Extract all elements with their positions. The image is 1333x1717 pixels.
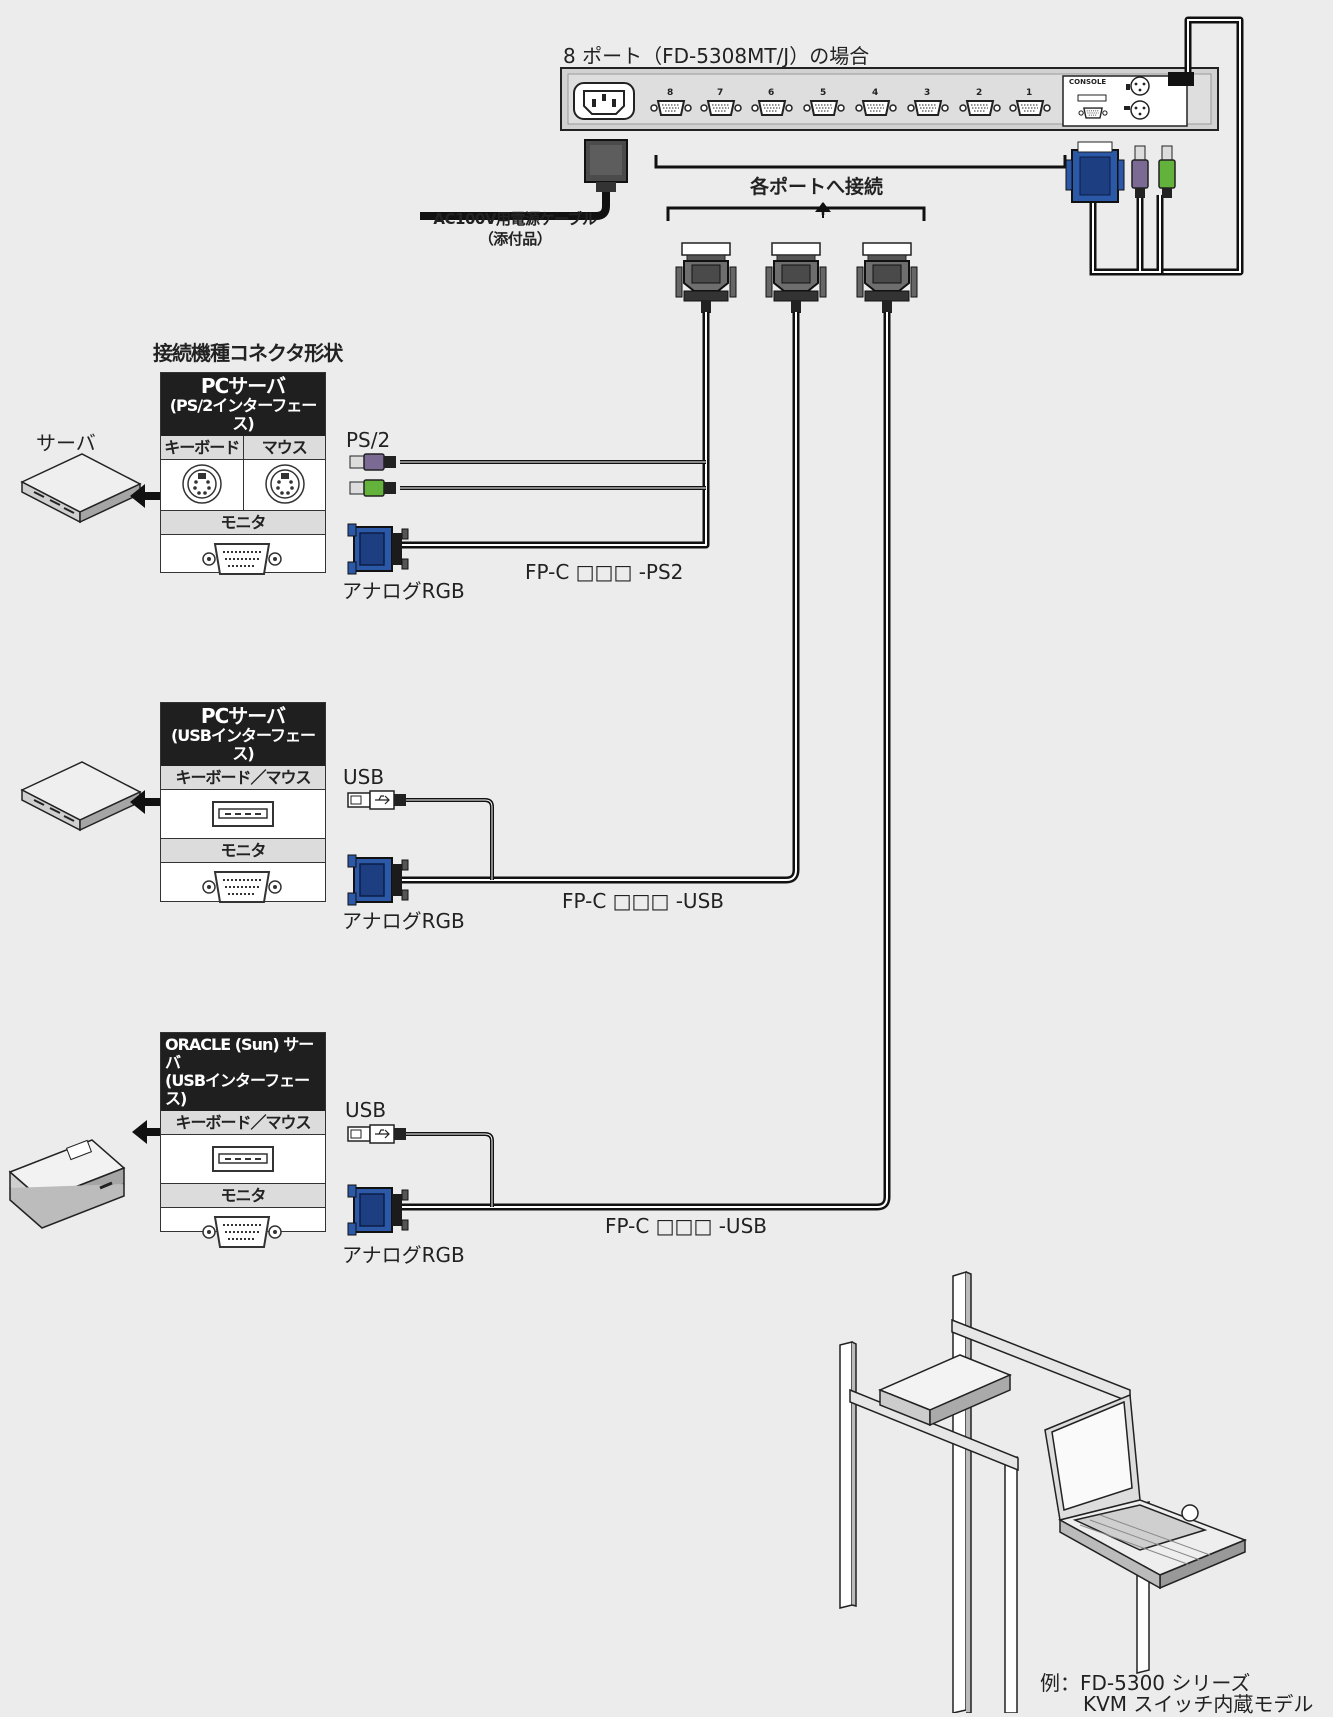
cable1-rgb-label: アナログRGB	[342, 579, 465, 603]
cable1-iface-label: PS/2	[346, 428, 391, 452]
port-number-4: 4	[872, 88, 879, 98]
port-model-label: 8 ポート（FD-5308MT/J）の場合	[563, 44, 870, 68]
box-pc-usb-usb-port-icon	[161, 790, 325, 838]
cable1-model-label: FP-C □□□ -PS2	[525, 560, 684, 584]
box-oracle-usb-usb-port-icon	[161, 1135, 325, 1183]
box-oracle-usb-header: ORACLE (Sun) サーバ (USBインターフェース)	[161, 1033, 325, 1111]
box-ps2-keyboard-label: キーボード	[164, 438, 240, 457]
box-ps2-subtitle: (PS/2インターフェース)	[169, 396, 318, 433]
cable-head-1	[675, 242, 737, 314]
box-oracle-usb-kbm-label: キーボード／マウス	[161, 1111, 325, 1135]
ps2-keyboard-port-icon	[161, 460, 243, 510]
ps2-plug-green	[349, 479, 397, 497]
connector-shape-heading: 接続機種コネクタ形状	[153, 341, 343, 365]
usb-plug-1	[347, 790, 407, 810]
cable3-model-label: FP-C □□□ -USB	[605, 1214, 767, 1238]
vga-plug-1	[347, 523, 409, 575]
cable-head-3	[856, 242, 918, 314]
box-pc-usb-kbm-label: キーボード／マウス	[161, 766, 325, 790]
power-cable-label-line2: （添付品）	[478, 230, 552, 248]
cable3-rgb-label: アナログRGB	[342, 1243, 465, 1267]
power-cable-label-line1: AC100V用電源ケーブル	[433, 210, 597, 228]
server-3	[8, 1139, 126, 1229]
box-ps2-title: PCサーバ	[200, 374, 286, 398]
box-pc-usb-subtitle: (USBインターフェース)	[170, 726, 316, 763]
server-2	[21, 761, 141, 831]
box-pc-usb-title: PCサーバ	[200, 704, 286, 728]
connector-box-oracle-usb: ORACLE (Sun) サーバ (USBインターフェース) キーボード／マウス…	[160, 1032, 326, 1248]
example-caption-line2: KVM スイッチ内蔵モデル	[1083, 1692, 1314, 1716]
port-number-8: 8	[667, 88, 674, 98]
port-number-6: 6	[768, 88, 775, 98]
connect-to-ports-label: 各ポートへ接続	[750, 176, 884, 198]
box-oracle-usb-subtitle: (USBインターフェース)	[165, 1071, 310, 1108]
console-label: CONSOLE	[1069, 78, 1107, 86]
cable-head-2	[765, 242, 827, 314]
vga-plug-2	[347, 854, 409, 906]
box-pc-usb-header: PCサーバ (USBインターフェース)	[161, 703, 325, 766]
arrows-to-server	[130, 484, 164, 1144]
ps2-plug-purple	[349, 453, 397, 471]
console-mouse-port	[1130, 76, 1150, 96]
console-keyboard-port	[1130, 100, 1150, 120]
port-number-7: 7	[717, 88, 724, 98]
box-oracle-usb-monitor-port-icon	[161, 1208, 325, 1256]
port-number-1: 1	[1026, 88, 1033, 98]
box-ps2-monitor-port-icon	[161, 535, 325, 583]
ps2-mouse-port-icon	[243, 460, 326, 510]
box-pc-usb-monitor-label: モニタ	[161, 838, 325, 863]
cable3-iface-label: USB	[345, 1098, 387, 1122]
vga-plug-3	[347, 1184, 409, 1236]
box-pc-usb-monitor-port-icon	[161, 863, 325, 911]
cable2-iface-label: USB	[343, 765, 385, 789]
server-label: サーバ	[36, 431, 96, 455]
cable2-rgb-label: アナログRGB	[342, 909, 465, 933]
port-number-2: 2	[976, 88, 983, 98]
server-1	[21, 453, 141, 523]
box-ps2-kb-mouse-row: キーボード マウス	[161, 436, 325, 460]
box-ps2-mouse-label: マウス	[242, 436, 326, 459]
power-cable-label: AC100V用電源ケーブル （添付品）	[420, 209, 610, 249]
box-ps2-header: PCサーバ (PS/2インターフェース)	[161, 373, 325, 436]
box-ps2-monitor-label: モニタ	[161, 510, 325, 535]
example-caption-line1: 例：FD-5300 シリーズ	[1040, 1671, 1251, 1695]
box-oracle-usb-title: ORACLE (Sun) サーバ	[165, 1035, 314, 1072]
box-oracle-usb-monitor-label: モニタ	[161, 1183, 325, 1208]
cable2-model-label: FP-C □□□ -USB	[562, 889, 724, 913]
rack-console-illustration	[839, 1270, 1248, 1713]
usb-plug-2	[347, 1124, 407, 1144]
port-number-5: 5	[820, 88, 827, 98]
connector-box-pc-usb: PCサーバ (USBインターフェース) キーボード／マウス モニタ	[160, 702, 326, 903]
console-ps2-plug-purple	[1131, 145, 1149, 198]
console-ps2-plug-green	[1158, 145, 1176, 198]
connector-box-ps2: PCサーバ (PS/2インターフェース) キーボード マウス モニタ	[160, 372, 326, 575]
port-number-3: 3	[924, 88, 931, 98]
box-ps2-ports-row	[161, 460, 325, 510]
